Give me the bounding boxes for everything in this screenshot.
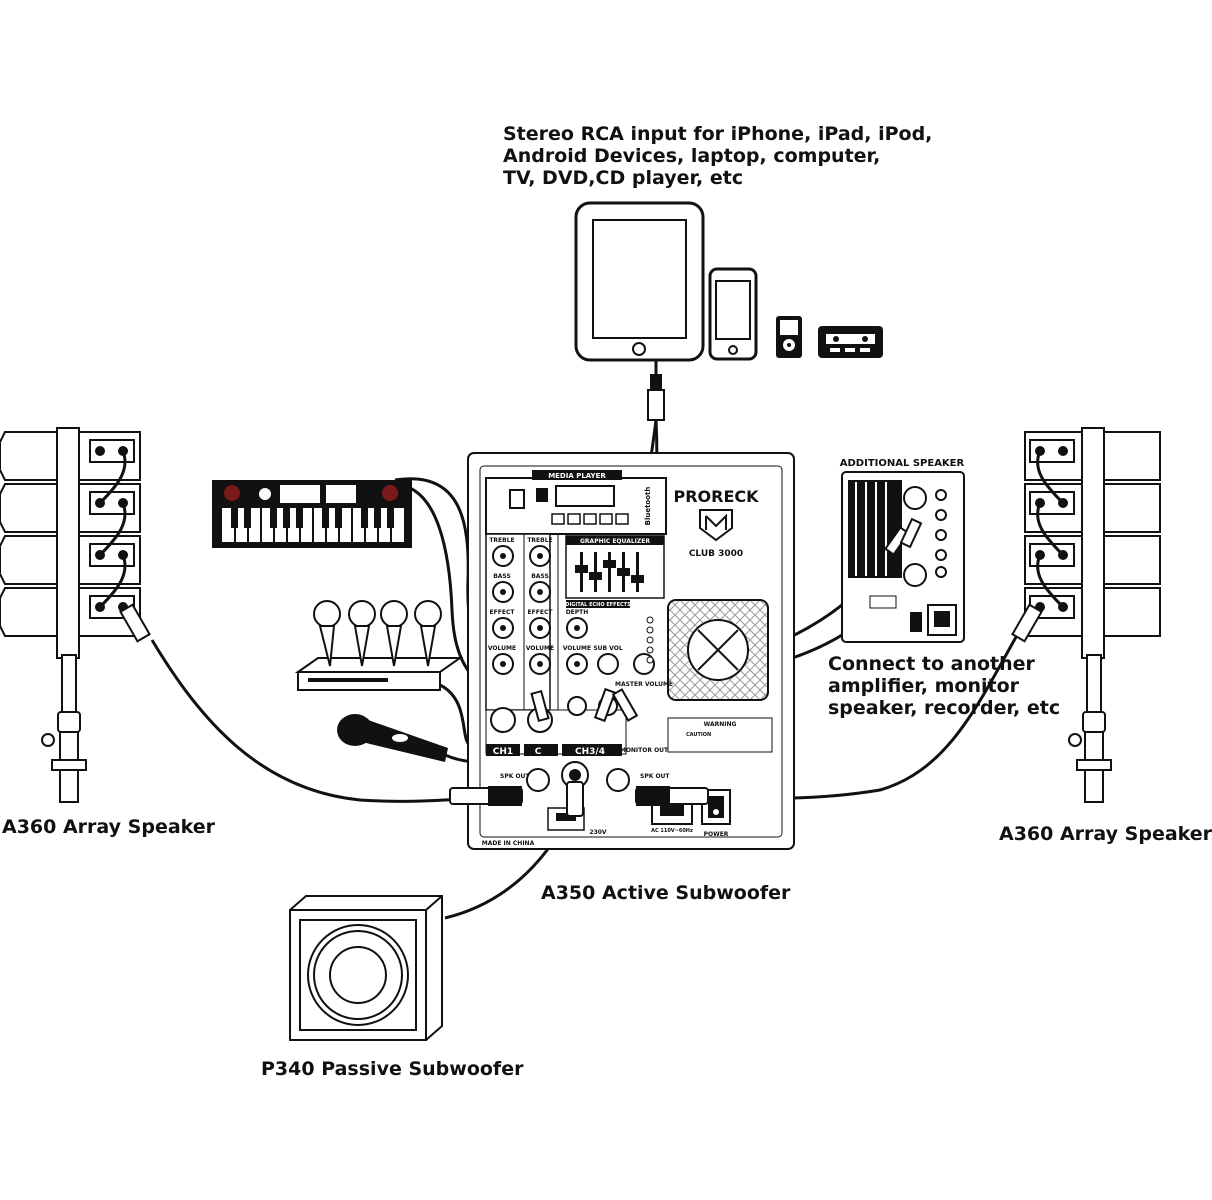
svg-text:SPK OUT: SPK OUT — [640, 773, 670, 780]
ipad-icon — [574, 201, 705, 362]
left-array-speaker — [0, 427, 141, 803]
panel-plugs — [530, 687, 639, 723]
wireless-mic-receiver-icon — [294, 600, 464, 691]
svg-text:AC 110V~60Hz: AC 110V~60Hz — [651, 828, 693, 834]
aux-jack-icon — [647, 360, 665, 421]
brand-shield-icon — [699, 509, 733, 542]
ch2-label: C — [535, 747, 542, 757]
svg-text:CAUTION: CAUTION — [686, 732, 711, 738]
svg-text:BASS: BASS — [531, 573, 549, 580]
svg-text:SUB VOL: SUB VOL — [593, 645, 622, 652]
additional-speaker-title: ADDITIONAL SPEAKER — [840, 458, 965, 469]
ch1-label: CH1 — [493, 747, 513, 757]
svg-text:BASS: BASS — [493, 573, 511, 580]
rca-caption-line1: Stereo RCA input for iPhone, iPad, iPod, — [503, 123, 933, 145]
graphic-eq-title: GRAPHIC EQUALIZER — [580, 538, 650, 545]
bluetooth-label: Bluetooth — [644, 487, 652, 526]
speakon-plug-left — [449, 786, 523, 806]
svg-text:SPK OUT: SPK OUT — [500, 773, 530, 780]
svg-text:VOLUME: VOLUME — [526, 645, 554, 652]
wired-mic-icon — [337, 714, 448, 762]
right-array-speaker — [1024, 427, 1161, 803]
svg-text:VOLUME: VOLUME — [563, 645, 591, 652]
svg-text:POWER: POWER — [704, 831, 729, 838]
connect-caption-line3: speaker, recorder, etc — [828, 697, 1061, 719]
svg-text:TREBLE: TREBLE — [489, 537, 514, 544]
active-subwoofer-label: A350 Active Subwoofer — [541, 882, 791, 904]
cassette-icon — [818, 326, 883, 358]
media-player-title: MEDIA PLAYER — [548, 472, 606, 480]
active-subwoofer-panel: MEDIA PLAYER Bluetooth PRORECK CLUB 3000… — [467, 452, 795, 850]
speakon-plug-sub — [566, 781, 584, 817]
iphone-icon — [708, 267, 758, 361]
connect-caption-line2: amplifier, monitor — [828, 675, 1020, 697]
rca-caption-line2: Android Devices, laptop, computer, — [503, 145, 881, 167]
passive-subwoofer — [289, 895, 443, 1041]
svg-text:EFFECT: EFFECT — [528, 609, 554, 616]
rca-caption-line3: TV, DVD,CD player, etc — [503, 167, 744, 189]
svg-text:MASTER VOLUME: MASTER VOLUME — [615, 681, 673, 688]
svg-text:TREBLE: TREBLE — [527, 537, 552, 544]
model-label: CLUB 3000 — [689, 549, 743, 559]
right-speaker-plug — [1011, 603, 1043, 643]
left-speaker-plug — [119, 603, 151, 643]
connect-caption-line1: Connect to another — [828, 653, 1035, 675]
speakon-plug-right — [635, 786, 709, 806]
svg-text:VOLUME: VOLUME — [488, 645, 516, 652]
left-array-speaker-label: A360 Array Speaker — [2, 816, 216, 838]
svg-text:WARNING: WARNING — [704, 721, 737, 728]
passive-subwoofer-label: P340 Passive Subwoofer — [261, 1058, 524, 1080]
ch34-label: CH3/4 — [575, 747, 605, 757]
ipod-icon — [776, 316, 802, 358]
additional-speaker-panel: ADDITIONAL SPEAKER — [840, 458, 965, 643]
svg-text:230V: 230V — [589, 829, 607, 836]
right-array-speaker-label: A360 Array Speaker — [999, 823, 1212, 845]
svg-text:DEPTH: DEPTH — [566, 609, 589, 616]
svg-text:MADE IN CHINA: MADE IN CHINA — [482, 840, 535, 847]
keyboard-icon — [212, 480, 412, 548]
additional-speaker-plugs — [884, 517, 923, 556]
svg-text:EFFECT: EFFECT — [490, 609, 516, 616]
svg-text:MONITOR OUT: MONITOR OUT — [620, 747, 669, 754]
brand-logo: PRORECK — [673, 487, 759, 506]
svg-text:DIGITAL ECHO EFFECTS: DIGITAL ECHO EFFECTS — [565, 602, 631, 608]
